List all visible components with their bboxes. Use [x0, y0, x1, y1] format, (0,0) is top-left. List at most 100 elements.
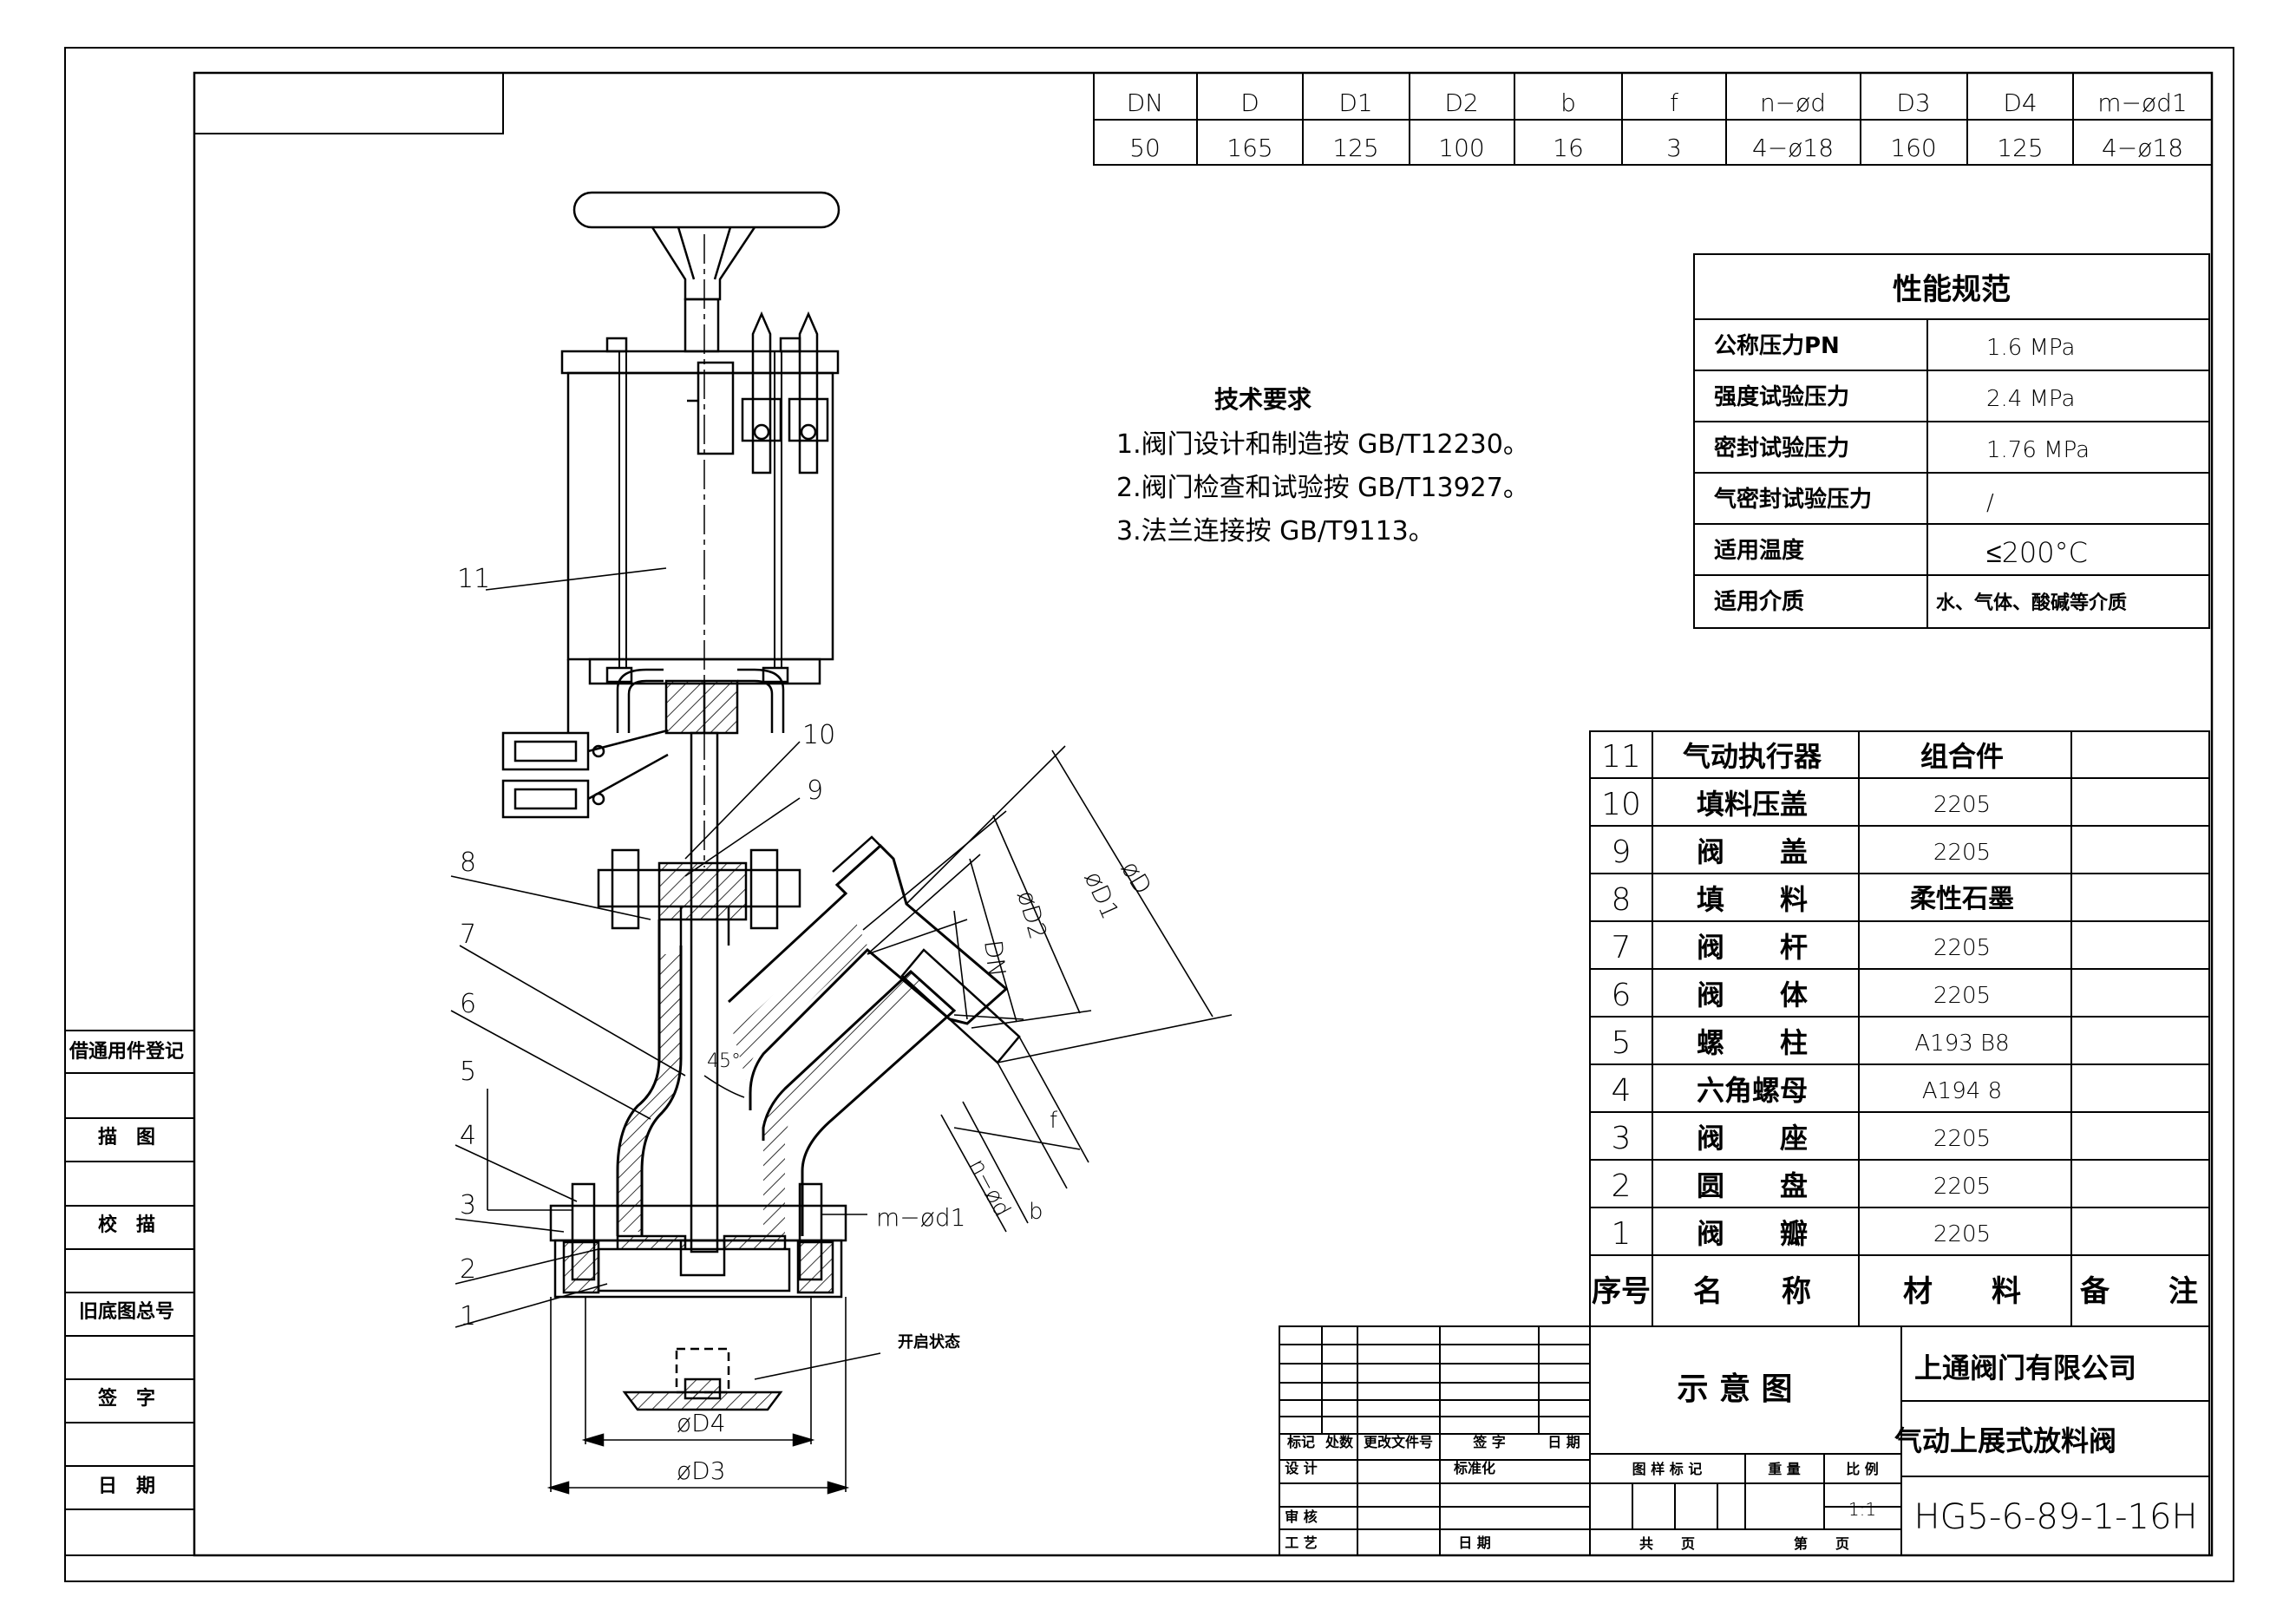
- dim-value: 125: [1332, 134, 1378, 162]
- sig-cell: 处数: [1325, 1434, 1354, 1450]
- tech-req-line: 2.阀门检查和试验按 GB/T13927。: [1116, 473, 1529, 503]
- dim-value: 4−ø18: [2102, 134, 2183, 162]
- parts-header: 序号: [1592, 1274, 1651, 1309]
- part-material: 2205: [1933, 1126, 1991, 1152]
- dim-header: DN: [1127, 88, 1164, 117]
- dim-value: 165: [1226, 134, 1272, 162]
- strip-label: 描 图: [98, 1127, 155, 1149]
- tech-req-title: 技术要求: [1214, 385, 1312, 414]
- sig-cell: 工 艺: [1285, 1535, 1318, 1551]
- dim-header: m−ød1: [2097, 88, 2187, 117]
- dim-header: b: [1560, 88, 1576, 117]
- part-material: A193 B8: [1914, 1031, 2009, 1057]
- dim-label: øD: [1115, 856, 1157, 900]
- part-material: 2205: [1933, 1221, 1991, 1247]
- part-name: 阀 杆: [1697, 931, 1808, 964]
- dim-value: 100: [1438, 134, 1484, 162]
- dim-label: b: [1029, 1199, 1043, 1225]
- valve-stem: [690, 731, 719, 1253]
- part-material: 2205: [1933, 840, 1991, 866]
- sig-cell: 日 期: [1547, 1434, 1580, 1450]
- part-no: 11: [1601, 739, 1641, 775]
- dim-value: 50: [1129, 134, 1161, 162]
- part-no: 7: [1612, 930, 1632, 965]
- tech-req-line: 3.法兰连接按 GB/T9113。: [1116, 516, 1435, 546]
- title-cell: 第 页: [1794, 1535, 1849, 1552]
- dim-label: DN: [978, 939, 1011, 978]
- dim-header: D1: [1338, 88, 1372, 117]
- part-material: 组合件: [1920, 740, 2004, 773]
- scale-value: 1:1: [1848, 1499, 1876, 1520]
- dim-label: m−ød1: [876, 1203, 965, 1232]
- dim-header: D: [1240, 88, 1259, 117]
- title-cell: 重 量: [1768, 1461, 1801, 1477]
- parts-header: 材 料: [1903, 1274, 2021, 1309]
- part-no: 3: [1612, 1121, 1632, 1156]
- d2-dimension-line: [969, 858, 1017, 1023]
- title-cell: 图 样 标 记: [1632, 1461, 1703, 1477]
- spec-value: 1.76 MPa: [1986, 437, 2090, 463]
- sig-cell: 日 期: [1458, 1535, 1491, 1551]
- spec-value: 1.6 MPa: [1986, 335, 2076, 361]
- sig-cell: 标记: [1286, 1434, 1315, 1450]
- strip-label: 借通用件登记: [69, 1041, 184, 1063]
- dim-label: f: [1050, 1108, 1058, 1134]
- spec-value: 2.4 MPa: [1986, 386, 2076, 412]
- callout-label: 8: [460, 847, 476, 878]
- dim-value: 3: [1666, 134, 1682, 162]
- part-name: 填料压盖: [1697, 788, 1808, 821]
- parts-header: 名 称: [1693, 1274, 1811, 1309]
- dim-label: n−ød: [964, 1155, 1016, 1221]
- part-no: 2: [1612, 1168, 1632, 1204]
- part-name: 气动执行器: [1683, 740, 1822, 773]
- outer-frame: [64, 47, 2234, 1582]
- part-name: 圆 盘: [1697, 1169, 1808, 1202]
- callout-label: 4: [460, 1121, 476, 1151]
- handwheel: [572, 191, 841, 229]
- diagram-label: 示 意 图: [1677, 1371, 1792, 1407]
- dim-label: øD4: [677, 1409, 726, 1437]
- spec-label: 适用温度: [1714, 537, 1804, 564]
- sig-cell: 更改文件号: [1364, 1434, 1433, 1450]
- actuator-body: [566, 371, 834, 661]
- part-no: 6: [1612, 978, 1632, 1013]
- dim-label: øD1: [1079, 867, 1125, 923]
- dim-header: f: [1670, 88, 1678, 117]
- spec-table: [1693, 253, 2210, 629]
- parts-table: [1589, 730, 2210, 1327]
- title-cell: 比 例: [1846, 1461, 1879, 1477]
- sig-cell: 设 计: [1285, 1460, 1318, 1476]
- valve-drawing: [450, 191, 1233, 1495]
- callout-label: 1: [460, 1301, 476, 1332]
- part-no: 4: [1612, 1073, 1632, 1109]
- part-name: 阀 座: [1697, 1122, 1808, 1155]
- sig-cell: 标准化: [1453, 1460, 1495, 1476]
- callout-label: 10: [802, 720, 835, 750]
- part-name: 阀 盖: [1697, 835, 1808, 868]
- dim-header: D3: [1896, 88, 1930, 117]
- spec-label: 适用介质: [1714, 589, 1804, 615]
- dim-header: D2: [1444, 88, 1478, 117]
- open-state-label: 开启状态: [898, 1332, 960, 1351]
- dim-value: 16: [1553, 134, 1584, 162]
- title-cell: 共 页: [1639, 1535, 1695, 1552]
- callout-label: 5: [460, 1057, 476, 1087]
- part-name: 阀 瓣: [1697, 1217, 1808, 1250]
- part-material: A194 8: [1922, 1078, 2002, 1104]
- part-no: 8: [1612, 882, 1632, 918]
- part-name: 阀 体: [1697, 978, 1808, 1011]
- spec-title: 性能规范: [1893, 272, 2011, 307]
- sig-cell: 签 字: [1472, 1434, 1506, 1450]
- drawing-number: HG5-6-89-1-16H: [1913, 1497, 2197, 1537]
- part-name: 填 料: [1697, 883, 1808, 916]
- parts-header: 备 注: [2080, 1274, 2198, 1309]
- callout-label: 6: [460, 989, 476, 1019]
- dim-header: n−ød: [1760, 88, 1826, 117]
- dn-dimension-line: [953, 910, 968, 1020]
- sig-cell: 审 核: [1285, 1508, 1318, 1525]
- open-state-disc: [622, 1391, 783, 1411]
- callout-label: 7: [460, 919, 476, 950]
- spec-value: ≤200°C: [1986, 536, 2088, 569]
- dim-header: D4: [2003, 88, 2037, 117]
